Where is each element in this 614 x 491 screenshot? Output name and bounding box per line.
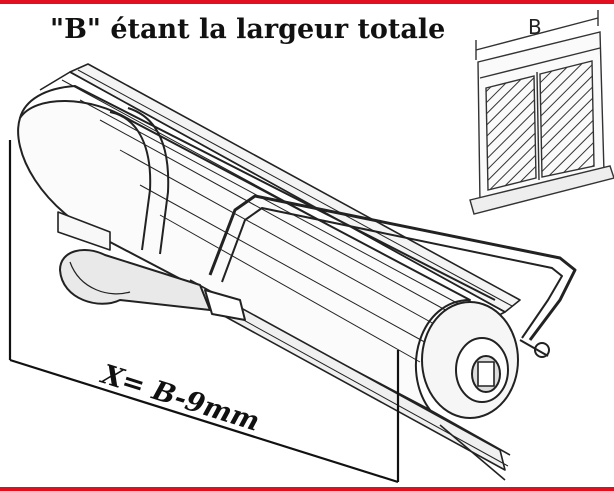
dimension-label: X= B-9mm	[96, 359, 263, 438]
window-pane-left	[485, 75, 537, 191]
window-width-dimension: B	[475, 10, 599, 60]
window-width-label: B	[528, 15, 542, 39]
dimension-x	[8, 140, 400, 484]
dimension-line	[9, 358, 399, 484]
window-illustration: B	[469, 10, 614, 215]
shutter-roll-assembly	[17, 63, 577, 481]
window-pane-right	[539, 60, 595, 178]
caption-title: "B" étant la largeur totale	[50, 14, 446, 45]
